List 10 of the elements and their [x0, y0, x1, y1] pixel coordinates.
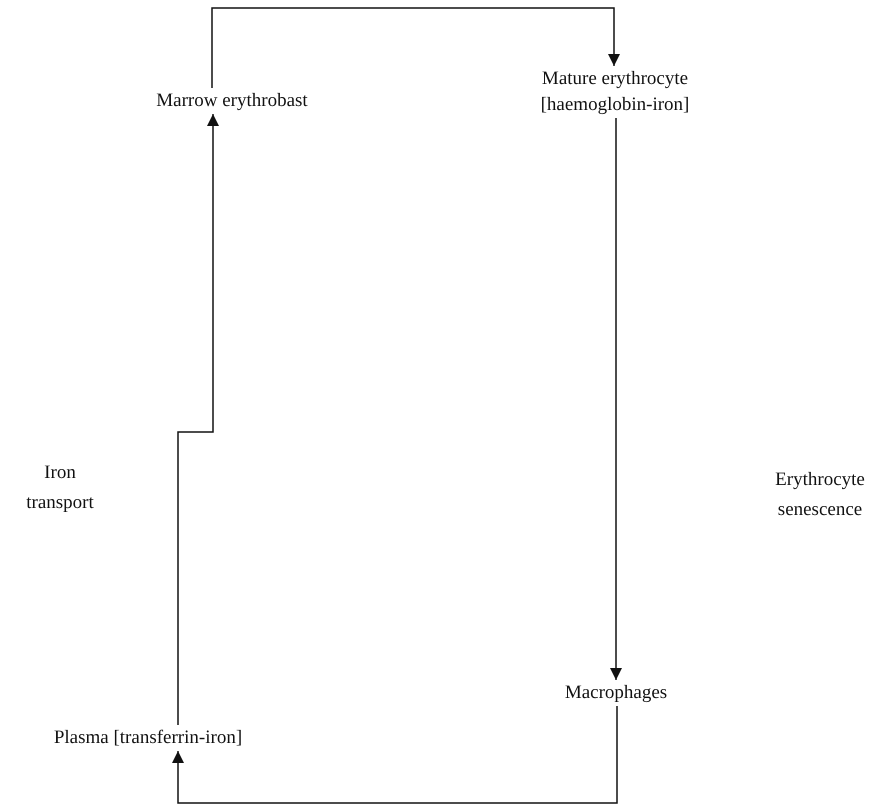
arrow — [177, 114, 219, 725]
node-label: Macrophages — [546, 680, 686, 706]
arrow — [172, 706, 618, 804]
node-label: Mature erythrocyte [haemoglobin-iron] — [515, 66, 715, 118]
arrow — [610, 118, 622, 680]
node-label: Plasma [transferrin-iron] — [13, 725, 283, 751]
phase-label: Iron transport — [25, 461, 95, 515]
phase-label: Erythrocyte senescence — [774, 468, 866, 522]
arrow — [211, 7, 620, 88]
node-label: Marrow erythrobast — [122, 88, 342, 114]
